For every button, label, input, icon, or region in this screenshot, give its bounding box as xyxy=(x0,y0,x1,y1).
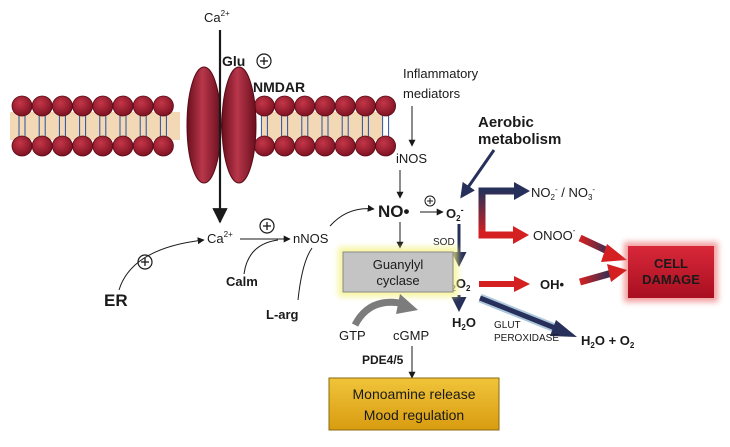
lipid-head xyxy=(294,135,316,157)
lipid-head xyxy=(72,95,93,117)
nitrite-nitrate-label: NO2- / NO3- xyxy=(531,185,595,202)
lipid-head xyxy=(112,135,134,157)
nnos-plus-icon xyxy=(259,218,275,234)
guanylyl-label-1: Guanylyl xyxy=(373,257,424,272)
lipid-head xyxy=(52,135,73,157)
gtp-to-cgmp-arrow xyxy=(351,294,418,327)
glu-plus-icon xyxy=(256,53,272,69)
aerobic-arrow xyxy=(460,149,496,199)
er-to-ca-arrow xyxy=(118,237,205,291)
cell-damage-label-1: CELL xyxy=(654,256,688,271)
inos-label: iNOS xyxy=(396,151,427,166)
h2o-label: H2O xyxy=(452,315,476,332)
larg-label: L-arg xyxy=(266,307,299,322)
lipid-head xyxy=(31,95,53,117)
lipid-head xyxy=(334,135,356,157)
lipid-head xyxy=(132,135,154,157)
lipid-head xyxy=(253,135,275,157)
aerobic-label-2: metabolism xyxy=(478,131,561,148)
ca-mid-label: Ca2+ xyxy=(207,230,233,246)
cell-membrane xyxy=(10,95,397,157)
membrane-tail-band-left xyxy=(10,112,180,140)
gtp-label: GTP xyxy=(339,328,366,343)
cgmp-label: cGMP xyxy=(393,328,429,343)
lipid-head xyxy=(31,135,53,157)
nnos-to-no-arrow xyxy=(329,204,375,227)
h2o-o2-label: H2O + O2 xyxy=(581,333,635,350)
lipid-head xyxy=(112,95,134,117)
lipid-head xyxy=(52,95,73,117)
lipid-head xyxy=(354,135,376,157)
lipid-head xyxy=(334,95,356,117)
lipid-head xyxy=(274,95,296,117)
inflammatory-label-1: Inflammatory xyxy=(403,66,479,81)
lipid-head xyxy=(375,95,397,117)
cell-damage-label-2: DAMAGE xyxy=(642,272,700,287)
lipid-head xyxy=(314,95,336,117)
nmdar-channel xyxy=(186,66,257,184)
peroxynitrite-label: ONOO- xyxy=(533,226,576,243)
monoamine-label-2: Mood regulation xyxy=(364,407,464,423)
lipid-head xyxy=(11,135,33,157)
er-plus-icon xyxy=(137,254,153,270)
lipid-head xyxy=(152,95,174,117)
lipid-head xyxy=(152,135,174,157)
larg-curve xyxy=(297,247,313,301)
guanylyl-cyclase-box xyxy=(338,247,458,297)
superoxide-plus-icon xyxy=(424,195,436,207)
peroxynitrite-branch xyxy=(478,226,529,244)
lipid-head xyxy=(274,135,296,157)
inflammatory-label-2: mediators xyxy=(403,86,461,101)
lipid-head xyxy=(354,95,376,117)
hydroxyl-arrow xyxy=(479,276,530,292)
lipid-head xyxy=(314,135,336,157)
nitrite-nitrate-branch xyxy=(478,182,530,234)
superoxide-label: O2- xyxy=(446,205,464,223)
lipid-head xyxy=(132,95,154,117)
pde-label: PDE4/5 xyxy=(362,353,404,367)
lipid-head xyxy=(375,135,397,157)
calm-label: Calm xyxy=(226,274,258,289)
glut-label-2: PEROXIDASE xyxy=(494,333,559,344)
aerobic-label-1: Aerobic xyxy=(478,114,534,131)
nnos-label: nNOS xyxy=(293,231,329,246)
er-label: ER xyxy=(104,291,128,310)
lipid-head xyxy=(92,135,114,157)
sod-label: SOD xyxy=(433,237,455,248)
hydroxyl-damage-arrow xyxy=(579,264,627,286)
nmdar-label: NMDAR xyxy=(253,79,305,95)
peroxynitrite-damage-arrow xyxy=(578,234,627,262)
lipid-head xyxy=(294,95,316,117)
glut-label-1: GLUT xyxy=(494,320,521,331)
lipid-head xyxy=(92,95,114,117)
calm-curve xyxy=(243,239,279,275)
glu-label: Glu xyxy=(222,53,245,69)
no-radical-label: NO• xyxy=(378,202,410,221)
lipid-head xyxy=(72,135,93,157)
monoamine-box xyxy=(328,377,500,431)
lipid-head xyxy=(11,95,33,117)
monoamine-label-1: Monoamine release xyxy=(353,386,476,402)
ca-top-label: Ca2+ xyxy=(204,9,230,25)
guanylyl-label-2: cyclase xyxy=(376,273,419,288)
glut-peroxidase-arrow xyxy=(478,293,577,337)
cell-damage-box xyxy=(624,242,718,302)
hydroxyl-label: OH• xyxy=(540,277,565,292)
lipid-head xyxy=(253,95,275,117)
